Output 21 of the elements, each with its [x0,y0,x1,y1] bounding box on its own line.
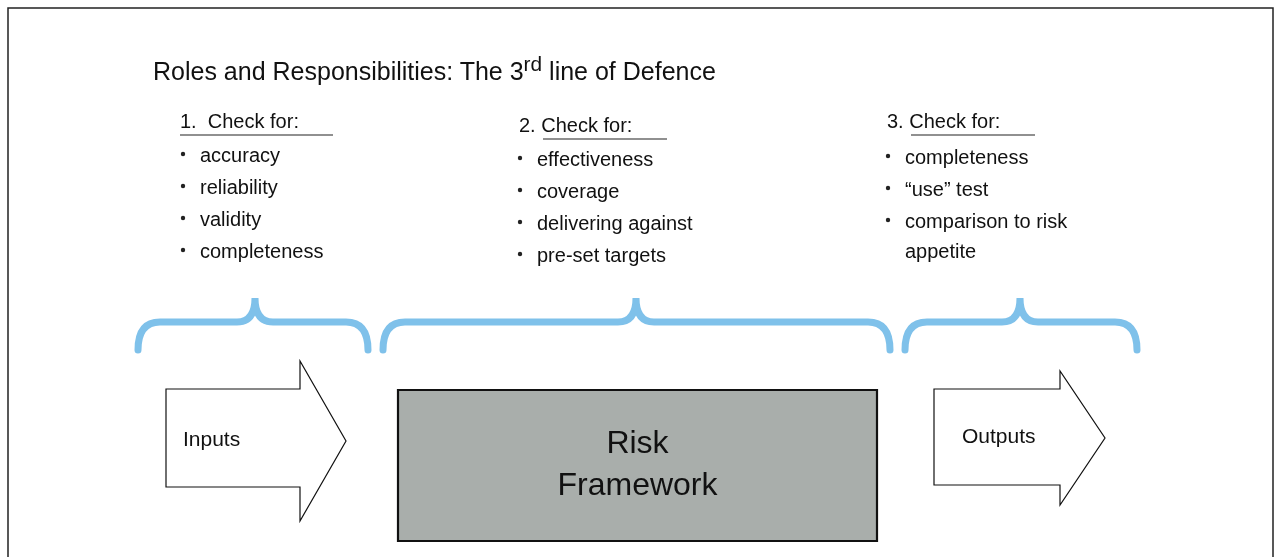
list-item: “use” test [905,177,990,202]
list-item: effectiveness [537,147,655,172]
node-label: Outputs [962,424,1036,448]
list-item: reliability [200,175,279,200]
title: Roles and Responsibilities: The 3$^{rd}$ line of Defence [153,52,716,87]
heading: 3. Check for: [887,110,1001,133]
list-item: completeness [905,145,1030,170]
list-item: accuracy [200,143,282,168]
list-item: validity [200,207,263,232]
list-item: coverage [537,179,621,204]
block-arrow [933,370,1106,506]
list-item: completeness [200,239,325,264]
heading: 1. Check for: [180,110,299,133]
block-arrow [165,360,347,522]
list-item: comparison to risk appetite [905,209,1069,264]
node-label: Inputs [183,427,241,451]
heading: 2. Check for: [519,114,633,137]
list-item: pre-set targets [537,243,667,268]
node-label: Risk Framework [556,423,719,504]
list-item: delivering against [537,211,694,236]
process-box [397,389,878,542]
